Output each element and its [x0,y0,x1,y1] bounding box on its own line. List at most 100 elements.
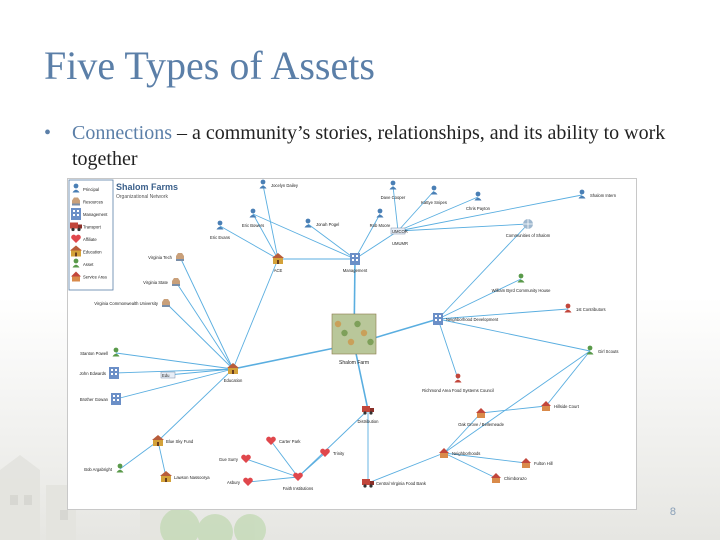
node-asbury[interactable]: Asbury [227,477,253,486]
edge-education-vtech [179,256,234,370]
edge-hub-distribution [353,343,369,411]
edge-management-eric_b [252,213,356,260]
node-bluesky[interactable]: Blue Sky Fund [152,435,194,446]
node-label: Edu [162,373,170,378]
node-chris[interactable]: Chris Payton [466,191,491,211]
node-chimborazo[interactable]: Chimborazo [491,473,527,483]
node-label: Richmond Area Food Systems Council [422,388,494,393]
node-neighborhoods[interactable]: Neighborhoods [439,448,480,458]
node-label: William Byrd Community House [492,288,552,293]
node-label: Education [224,378,243,383]
node-vstate[interactable]: Virginia State [143,278,180,286]
edge-neighborhoods-chimborazo [443,452,497,479]
person-icon [376,208,384,218]
diagram-subtitle: Organizational Network [116,194,168,200]
node-management[interactable]: Management [343,253,368,273]
node-label: Chimborazo [504,476,527,481]
node-jonah[interactable]: Jonah Pogel [304,218,340,228]
person-red-icon [454,373,462,383]
node-carter[interactable]: Carter Park [266,436,301,445]
edge-education-stanton [115,352,234,370]
node-edulogo[interactable]: Edu [160,371,176,379]
edge-management-jonah [307,223,356,260]
node-label: Trinity [333,451,345,456]
farm-detail [341,329,348,337]
node-communities[interactable]: Communities of Shalom [506,218,551,238]
node-label: Rob Moore [370,223,391,228]
person-icon [430,185,438,195]
heart-icon [266,436,276,445]
node-label: Dave Cooper [381,195,406,200]
bullet-point: •Connections – a community’s stories, re… [44,120,692,172]
node-ace[interactable]: ACE [272,253,284,273]
node-label: Asbury [227,480,241,485]
edge-umcor-dave [392,185,399,232]
node-intern[interactable]: Shalom Intern [578,189,617,199]
bullet-dot: • [44,122,52,144]
node-neighborhood[interactable]: Neighborhood Development [433,313,499,325]
node-oakgrove[interactable]: Oak Grove / Bellemeade [458,408,505,427]
edge-education-bluesky [157,368,234,442]
hand-icon [176,253,184,261]
node-dave[interactable]: Dave Cooper [381,180,406,200]
node-label: Chris Payton [466,206,491,211]
node-umcor[interactable]: UMCOR [390,227,408,235]
node-wbyrd[interactable]: William Byrd Community House [492,273,552,293]
node-faith[interactable]: Faith Institutions [283,472,314,491]
globe-icon [522,218,534,230]
edge-neighborhoods-oakgrove [443,412,482,454]
node-cvfb[interactable]: Central Virginia Food Bank [362,479,427,488]
node-label: Virginia Commonwealth University [94,301,159,306]
edge-faith-gue [245,458,299,478]
house-icon [521,458,531,468]
edge-neighborhood-rafb [437,318,459,380]
node-girlscouts[interactable]: Girl Scouts [586,345,619,355]
edge-faith-asbury [247,476,299,483]
node-rafb[interactable]: Richmond Area Food Systems Council [422,373,494,393]
node-hillside[interactable]: Hillside Court [541,401,580,411]
node-education[interactable]: Education [224,363,243,383]
person-red-icon [564,303,572,313]
slide-title: Five Types of Assets [44,43,375,88]
edge-education-john [113,368,234,374]
node-lawson[interactable]: Lawson Nassoorya [160,471,210,482]
node-kattye[interactable]: Kattye Snipes [421,185,447,205]
building-icon [109,367,119,379]
node-gue[interactable]: Gue Surry [219,454,251,463]
node-rob[interactable]: Rob Moore [370,208,391,228]
node-brother[interactable]: Brother Gowan [80,393,121,405]
node-hub[interactable]: Shalom Farm [331,313,377,366]
node-label: Hillside Court [554,404,580,409]
node-distribution[interactable]: Distribution [358,406,380,424]
edge-umcor-intern [397,194,583,232]
heart-icon [241,454,251,463]
node-vcu[interactable]: Virginia Commonwealth University [94,299,170,307]
node-bob[interactable]: Bob Argabright [84,463,124,473]
farm-detail [347,338,355,346]
edge-neighborhoods-fulton [443,452,527,464]
node-trinity[interactable]: Trinity [320,448,345,457]
node-stanton[interactable]: Stanton Powell [80,347,120,357]
edge-umcor-communities [397,223,529,232]
node-label: Distribution [358,419,380,424]
node-label: Virginia Tech [148,255,172,260]
page-number: 8 [669,506,676,518]
node-jocelyn[interactable]: Jocelyn Dailey [259,179,299,189]
node-first[interactable]: 1st Contributors [564,303,606,313]
node-label: 1st Contributors [576,307,606,312]
person-icon [474,191,482,201]
edge-management-rob [354,213,381,260]
node-label: Lawson Nassoorya [174,475,210,480]
edge-education-ace [232,258,279,370]
legend-label: Transport [83,225,102,230]
edge-umcor-chris [397,196,479,232]
node-umr[interactable]: UMUMR [392,241,408,246]
node-eric-e[interactable]: Eric Evans [210,220,230,240]
node-fulton[interactable]: Fulton Hill [521,458,553,468]
node-eric-b[interactable]: Eric Bowers [242,208,264,228]
node-vtech[interactable]: Virginia Tech [148,253,184,261]
legend: PrincipalResourcesManagementTransportAff… [70,183,108,282]
edge-education-vcu [165,302,234,370]
edge-neighborhood-girlscouts [437,318,591,352]
node-john[interactable]: John Edwards [79,367,119,379]
